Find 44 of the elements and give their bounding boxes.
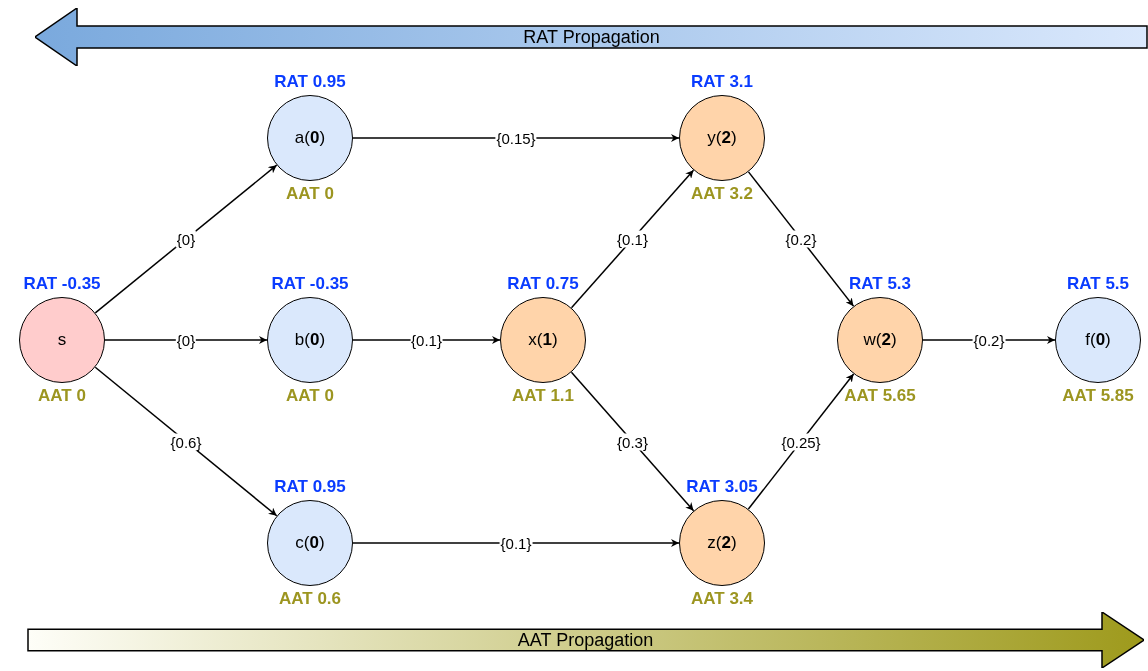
propagation-arrow	[27, 612, 1144, 668]
arrival-time-label: AAT 0	[286, 184, 334, 204]
edge-label: {0.1}	[616, 230, 649, 248]
arrival-time-label: AAT 0.6	[279, 589, 341, 609]
arrow	[94, 164, 278, 314]
arrival-time-label: AAT 1.1	[512, 386, 574, 406]
vertex-label: x(1)	[528, 330, 558, 350]
required-time-label: RAT 0.95	[274, 477, 346, 497]
edge-label: {0.2}	[784, 230, 818, 248]
vertex-label: a(0)	[294, 128, 326, 148]
arrow	[570, 371, 695, 512]
edge-label: {0.6}	[169, 433, 203, 450]
vertex-label: w(2)	[863, 330, 897, 350]
required-time-label: RAT 5.5	[1067, 274, 1129, 294]
arrow	[747, 373, 855, 510]
arrow	[352, 539, 680, 547]
arrow	[104, 336, 268, 344]
required-time-label: RAT -0.35	[23, 274, 101, 294]
arrival-time-label: AAT 5.65	[844, 386, 916, 406]
required-time-label: RAT 3.05	[686, 477, 758, 497]
vertex-label: y(2)	[707, 128, 737, 148]
required-time-label: RAT 0.95	[274, 72, 346, 92]
required-time-label: RAT 0.75	[507, 274, 579, 294]
arrow	[747, 171, 855, 307]
vertex-label: s	[57, 330, 67, 350]
edge-label: {0.25}	[780, 433, 822, 450]
vertex-label: b(0)	[294, 330, 326, 350]
required-time-label: RAT -0.35	[271, 274, 349, 294]
arrival-time-label: AAT 3.2	[691, 184, 753, 204]
edge-label: {0}	[175, 230, 197, 248]
arrow	[94, 366, 278, 517]
band-label: RAT Propagation	[523, 26, 660, 48]
vertex-label: z(2)	[707, 533, 737, 553]
band-label: AAT Propagation	[517, 629, 654, 651]
required-time-label: RAT 3.1	[691, 72, 753, 92]
vertex-label: c(0)	[295, 533, 325, 553]
arrival-time-label: AAT 0	[38, 386, 86, 406]
required-time-label: RAT 5.3	[849, 274, 911, 294]
arrival-time-label: AAT 3.4	[691, 589, 753, 609]
edge-label: {0.3}	[616, 433, 649, 450]
arrival-time-label: AAT 5.85	[1062, 386, 1134, 406]
vertex-label: f(0)	[1085, 330, 1111, 350]
arrival-time-label: AAT 0	[286, 386, 334, 406]
propagation-arrow	[35, 8, 1148, 66]
